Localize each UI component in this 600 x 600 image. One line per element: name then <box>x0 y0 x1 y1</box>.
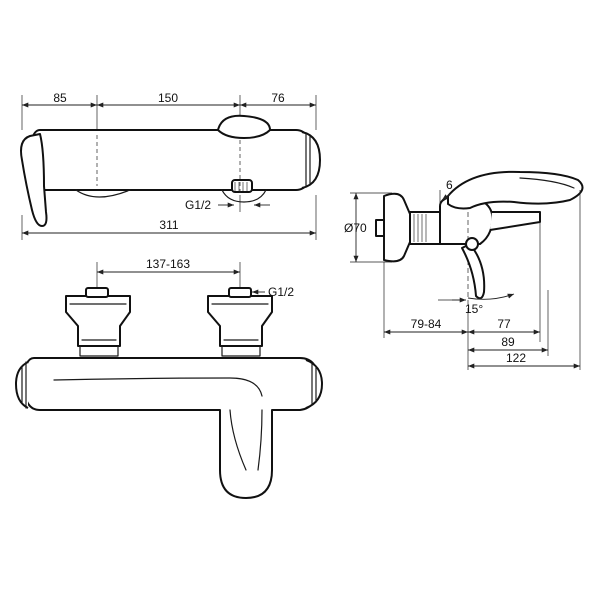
label-diameter: Ø70 <box>344 221 367 235</box>
top-view: 85 150 76 311 G1/2 <box>20 91 321 240</box>
label-76: 76 <box>271 91 285 105</box>
label-150: 150 <box>158 91 178 105</box>
front-left-fitting <box>65 295 131 347</box>
front-right-fitting <box>207 295 273 347</box>
side-view-escutcheon <box>383 192 411 263</box>
top-view-knob <box>217 114 271 139</box>
top-view-body <box>29 129 313 191</box>
label-g12-front: G1/2 <box>268 285 294 299</box>
label-85: 85 <box>53 91 67 105</box>
side-view-lever-down <box>461 243 486 300</box>
label-centers: 137-163 <box>146 257 190 271</box>
side-view-lever <box>447 170 584 210</box>
label-311: 311 <box>159 218 178 232</box>
label-handle-offset: 6 <box>446 178 453 192</box>
label-89: 89 <box>501 335 515 349</box>
top-view-lever <box>20 133 48 227</box>
label-angle: 15° <box>465 302 483 316</box>
front-view: 137-163 G1/2 <box>15 257 323 499</box>
side-view: Ø70 6 15° 79-84 77 89 122 <box>344 170 584 370</box>
top-view-end-cap <box>301 131 321 189</box>
label-79-84: 79-84 <box>411 317 442 331</box>
label-g12-top: G1/2 <box>185 198 211 212</box>
side-view-spout <box>489 211 541 231</box>
label-77: 77 <box>497 317 511 331</box>
label-122: 122 <box>506 351 526 365</box>
front-view-body <box>23 357 319 499</box>
